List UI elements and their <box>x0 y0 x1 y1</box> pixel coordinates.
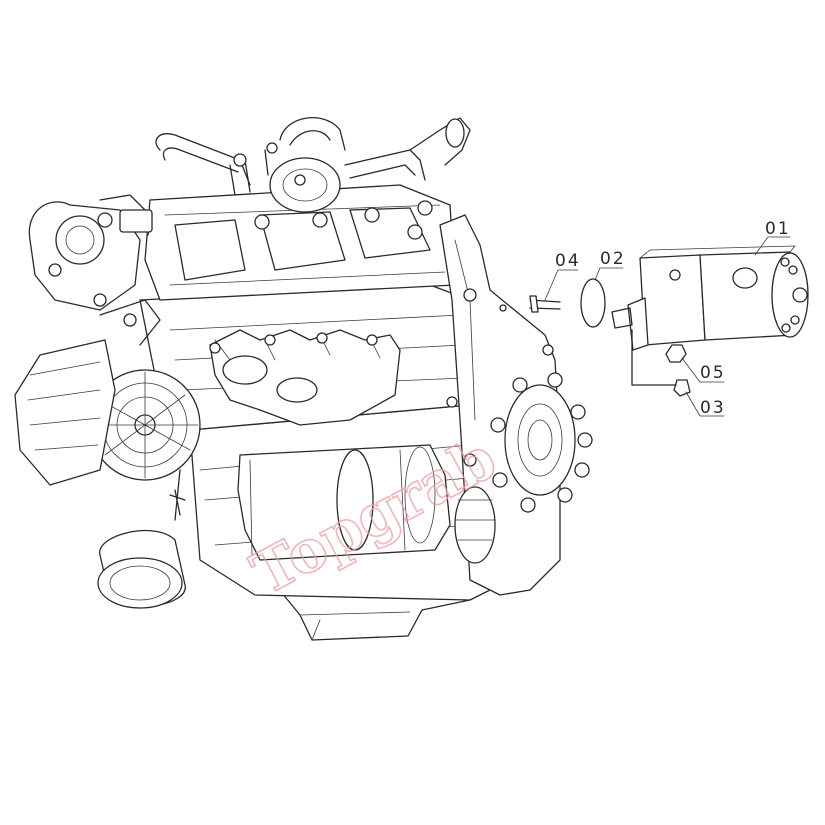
callout-labels: 01 02 04 05 03 <box>555 219 791 418</box>
leader-04 <box>544 269 579 301</box>
callout-05: 05 <box>700 363 726 383</box>
leader-03 <box>685 391 725 417</box>
pump-parts <box>499 236 809 417</box>
callout-04: 04 <box>555 251 581 271</box>
leader-02 <box>594 267 624 281</box>
bolt-part-04 <box>499 295 561 313</box>
nut-part <box>665 344 687 363</box>
callout-02: 02 <box>600 249 626 269</box>
o-ring-part <box>580 278 606 328</box>
gear-pump-part <box>611 245 809 351</box>
engine-assembly <box>14 117 593 641</box>
callout-01: 01 <box>765 219 791 239</box>
leader-05 <box>681 357 725 383</box>
callout-03: 03 <box>700 398 726 418</box>
leader-01 <box>754 236 791 256</box>
